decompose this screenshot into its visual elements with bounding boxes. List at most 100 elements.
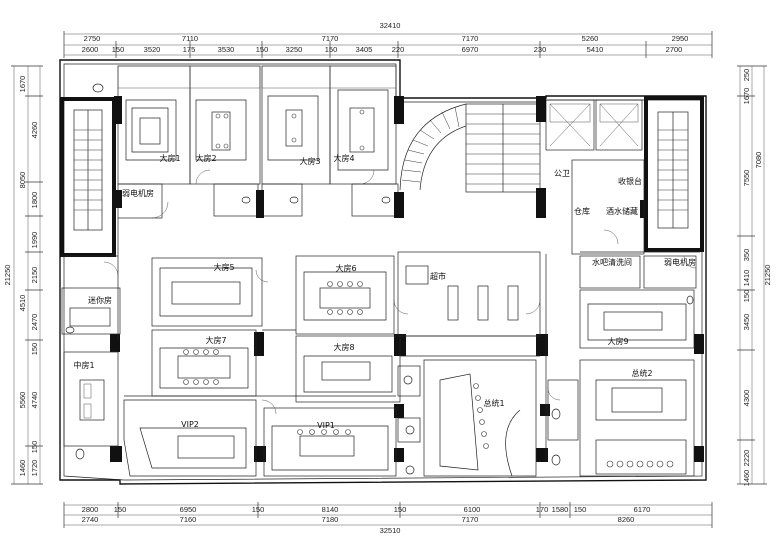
dim-label: 1720 bbox=[30, 460, 39, 477]
room-daf9 bbox=[579, 289, 695, 349]
dim-label: 2600 bbox=[82, 45, 99, 54]
dim-label: 2950 bbox=[672, 34, 689, 43]
room-label-vip2: VIP2 bbox=[181, 420, 199, 429]
room-label-daf2: 大房2 bbox=[195, 153, 216, 163]
room-label-mini: 迷你房 bbox=[88, 295, 112, 305]
dim-label: 4260 bbox=[30, 122, 39, 139]
dim-label: 2700 bbox=[666, 45, 683, 54]
dim-label: 8260 bbox=[618, 515, 635, 524]
dim-label: 7110 bbox=[182, 34, 198, 43]
room-weak-right bbox=[643, 255, 697, 289]
dim-label: 3405 bbox=[356, 45, 373, 54]
dim-label: 3250 bbox=[286, 45, 303, 54]
room-label-daf3: 大房3 bbox=[299, 156, 320, 166]
dim-label: 150 bbox=[114, 505, 127, 514]
dim-label: 7550 bbox=[742, 170, 751, 187]
dim-label: 250 bbox=[742, 69, 751, 82]
room-label-daf1: 大房1 bbox=[159, 153, 180, 163]
dim-label: 7170 bbox=[322, 34, 339, 43]
room-mini bbox=[61, 287, 121, 335]
dim-label: 150 bbox=[742, 290, 751, 303]
room-label-daf4: 大房4 bbox=[333, 153, 354, 163]
room-mid1 bbox=[63, 351, 119, 447]
room-label-wine: 酒水储藏 bbox=[606, 206, 638, 216]
room-label-daf5: 大房5 bbox=[213, 262, 234, 272]
dim-label: 150 bbox=[574, 505, 587, 514]
dim-label: 2220 bbox=[742, 450, 751, 467]
stairwell-right bbox=[644, 96, 704, 252]
dim-label: 3520 bbox=[144, 45, 161, 54]
dim-label: 8050 bbox=[18, 172, 27, 189]
dim-left-total: 21250 bbox=[3, 265, 12, 286]
room-zongtong2 bbox=[579, 359, 695, 477]
stairwell-left bbox=[60, 97, 116, 257]
dim-label: 150 bbox=[252, 505, 265, 514]
dim-label: 1800 bbox=[30, 192, 39, 209]
dim-label: 7180 bbox=[322, 515, 339, 524]
room-label-weak-left: 弱电机房 bbox=[122, 188, 154, 198]
room-label-vip1: VIP1 bbox=[317, 421, 335, 430]
dim-label: 150 bbox=[394, 505, 407, 514]
dim-label: 7160 bbox=[180, 515, 197, 524]
dim-label: 150 bbox=[325, 45, 338, 54]
room-water-wash bbox=[579, 255, 641, 289]
main-staircase bbox=[399, 103, 541, 193]
dim-label: 2470 bbox=[30, 314, 39, 331]
dim-bottom-total: 32510 bbox=[380, 526, 401, 535]
dim-label: 3530 bbox=[218, 45, 235, 54]
dim-label: 350 bbox=[742, 249, 751, 262]
dim-label: 4740 bbox=[30, 392, 39, 409]
room-market bbox=[397, 251, 541, 337]
dimension-lines: 32410 2750 7110 7170 7170 5260 2950 2600… bbox=[3, 21, 772, 535]
dim-bottom-row2: 2740 7160 7180 7170 8260 bbox=[82, 515, 635, 524]
dim-label: 6970 bbox=[462, 45, 479, 54]
room-label-water-wash: 水吧清洗间 bbox=[592, 257, 632, 267]
bathroom-strip bbox=[213, 183, 399, 217]
dim-label: 170 bbox=[536, 505, 549, 514]
room-label-warehouse: 仓库 bbox=[574, 206, 590, 216]
dim-label: 2800 bbox=[82, 505, 99, 514]
room-label-daf6: 大房6 bbox=[335, 263, 356, 273]
structural-columns bbox=[110, 96, 704, 462]
room-label-zongtong2: 总统2 bbox=[631, 368, 652, 378]
room-daf7 bbox=[151, 329, 257, 397]
dim-label: 5410 bbox=[587, 45, 604, 54]
room-label-daf7: 大房7 bbox=[205, 335, 226, 345]
dim-left-outer: 1670 4260 8050 1800 1990 2150 4510 2470 … bbox=[18, 76, 39, 477]
dim-label: 220 bbox=[392, 45, 405, 54]
room-label-zongtong1: 总统1 bbox=[483, 398, 504, 408]
dim-label: 2150 bbox=[30, 267, 39, 284]
dim-label: 150 bbox=[30, 441, 39, 454]
dim-label: 1580 bbox=[552, 505, 569, 514]
room-label-weak-right: 弱电机房 bbox=[664, 257, 696, 267]
dim-label: 3450 bbox=[742, 314, 751, 331]
room-vip2 bbox=[123, 399, 257, 477]
room-daf8 bbox=[295, 335, 401, 403]
interior-partitions bbox=[62, 218, 700, 460]
dim-label: 7170 bbox=[462, 34, 479, 43]
room-daf5 bbox=[151, 257, 263, 327]
room-label-daf8: 大房8 bbox=[333, 342, 354, 352]
room-daf6 bbox=[295, 255, 395, 335]
dim-label: 4510 bbox=[18, 295, 27, 312]
dim-label: 5560 bbox=[18, 392, 27, 409]
room-service-area bbox=[571, 159, 645, 255]
room-group-top bbox=[117, 65, 397, 185]
dim-right-total: 21250 bbox=[763, 265, 772, 286]
dim-label: 1460 bbox=[742, 470, 751, 487]
dim-bottom-row1: 2800 150 6950 150 8140 150 6100 170 1580… bbox=[82, 505, 651, 514]
dim-label: 4300 bbox=[742, 390, 751, 407]
room-vip1 bbox=[263, 407, 397, 477]
dim-right-outer: 250 1670 7080 7550 350 1410 150 3450 430… bbox=[742, 69, 763, 487]
dim-label: 1670 bbox=[18, 76, 27, 93]
dim-label: 1410 bbox=[742, 270, 751, 287]
room-label-daf9: 大房9 bbox=[607, 336, 628, 346]
dim-label: 6170 bbox=[634, 505, 651, 514]
dim-label: 1460 bbox=[18, 460, 27, 477]
dim-label: 7080 bbox=[754, 152, 763, 169]
room-label-market: 超市 bbox=[430, 271, 446, 281]
dim-label: 7170 bbox=[462, 515, 479, 524]
dim-label: 5260 bbox=[582, 34, 599, 43]
dim-top-row1: 2750 7110 7170 7170 5260 2950 bbox=[84, 34, 689, 43]
